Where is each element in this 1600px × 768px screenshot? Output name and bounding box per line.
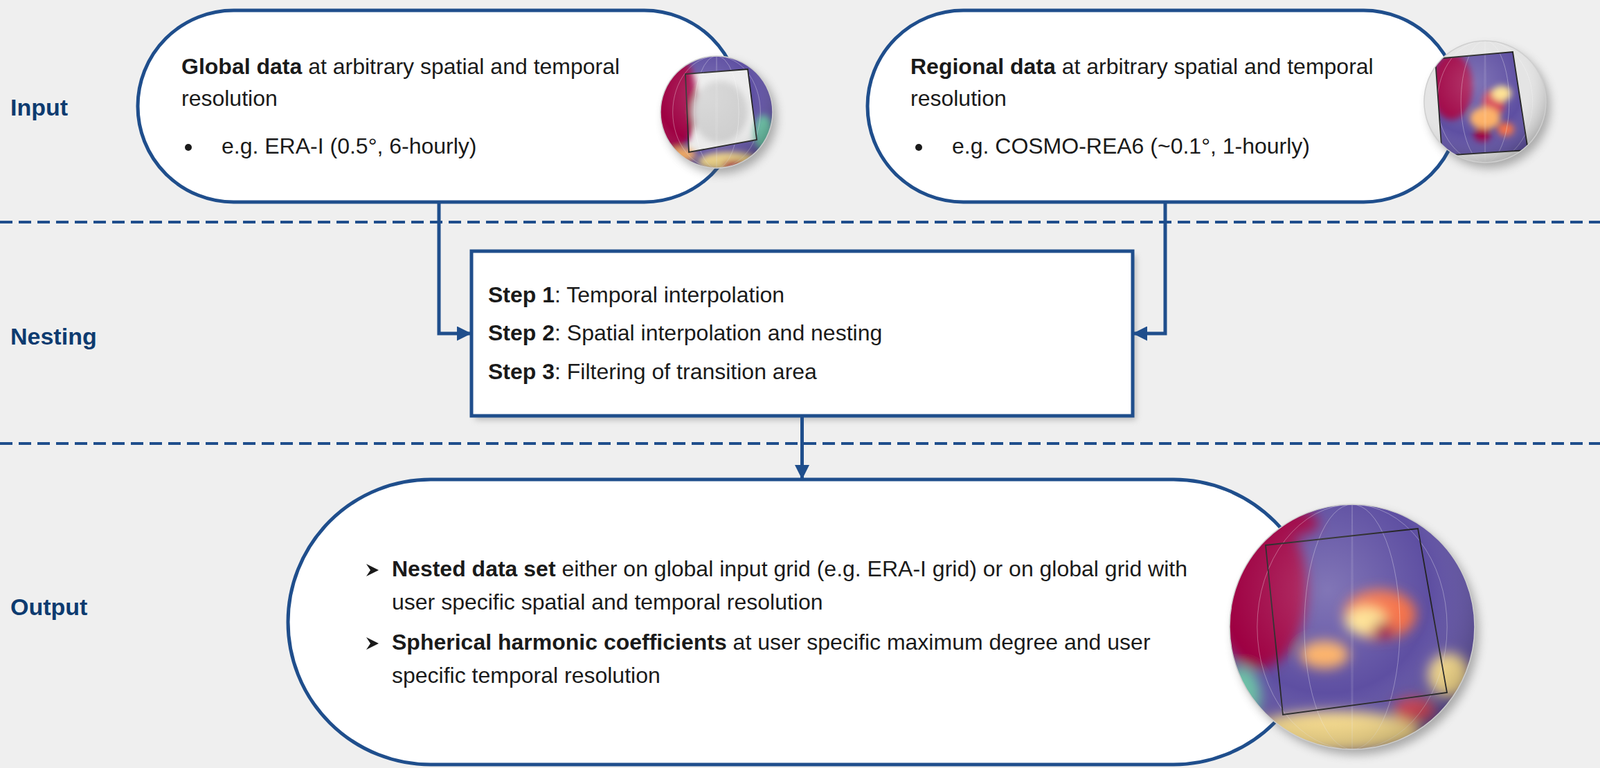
node-outline: [867, 10, 1460, 203]
text-item: Step 3: Filtering of transition area: [488, 353, 1112, 392]
globe: [650, 53, 777, 174]
input-pill: Global data at arbitrary spatial and tem…: [137, 10, 741, 203]
node-text: Spherical harmonic coefficients at user …: [391, 625, 1202, 693]
node-text: Nested data set either on global input g…: [391, 552, 1202, 619]
text-item: Step 2: Spatial interpolation and nestin…: [488, 314, 1112, 353]
node-outline: [137, 10, 741, 203]
node-text: Regional data at arbitrary spatial and t…: [910, 50, 1416, 115]
node-outline: [288, 479, 1317, 766]
globe: [1210, 504, 1479, 756]
node-text: Step 1: Temporal interpolation: [488, 276, 1112, 315]
node-text: Step 2: Spatial interpolation and nestin…: [488, 314, 1112, 353]
node-text: e.g. ERA-I (0.5°, 6-hourly): [221, 130, 637, 163]
node-text: e.g. COSMO-REA6 (~0.1°, 1-hourly): [951, 130, 1368, 163]
row-divider: [0, 220, 1600, 224]
flow-arrow: [438, 202, 472, 334]
node-text: Global data at arbitrary spatial and tem…: [181, 50, 660, 115]
flow-arrow: [1132, 202, 1166, 334]
text-item: Regional data at arbitrary spatial and t…: [910, 50, 1416, 115]
node-text: Step 3: Filtering of transition area: [488, 353, 1112, 392]
row-label: Input: [10, 93, 68, 122]
row-divider: [0, 442, 1600, 446]
node-outline: [471, 251, 1133, 417]
text-item: Step 1: Temporal interpolation: [488, 276, 1112, 315]
output-pill: Nested data set either on global input g…: [288, 479, 1317, 766]
bullet-point: [180, 139, 197, 156]
row-label: Output: [10, 593, 88, 622]
text-item: e.g. ERA-I (0.5°, 6-hourly): [221, 130, 637, 163]
arrow-bullet: [364, 562, 381, 579]
bullet-point: [910, 139, 928, 156]
row-label: Nesting: [10, 322, 97, 352]
process-box: Step 1: Temporal interpolationStep 2: Sp…: [471, 251, 1133, 417]
arrow-bullet: [364, 635, 381, 653]
globe: [1424, 40, 1551, 169]
input-pill: Regional data at arbitrary spatial and t…: [867, 10, 1460, 203]
flow-arrow: [800, 416, 804, 480]
text-item: Global data at arbitrary spatial and tem…: [181, 50, 660, 115]
text-item: Nested data set either on global input g…: [391, 552, 1202, 619]
text-item: e.g. COSMO-REA6 (~0.1°, 1-hourly): [951, 130, 1368, 163]
text-item: Spherical harmonic coefficients at user …: [391, 625, 1202, 693]
